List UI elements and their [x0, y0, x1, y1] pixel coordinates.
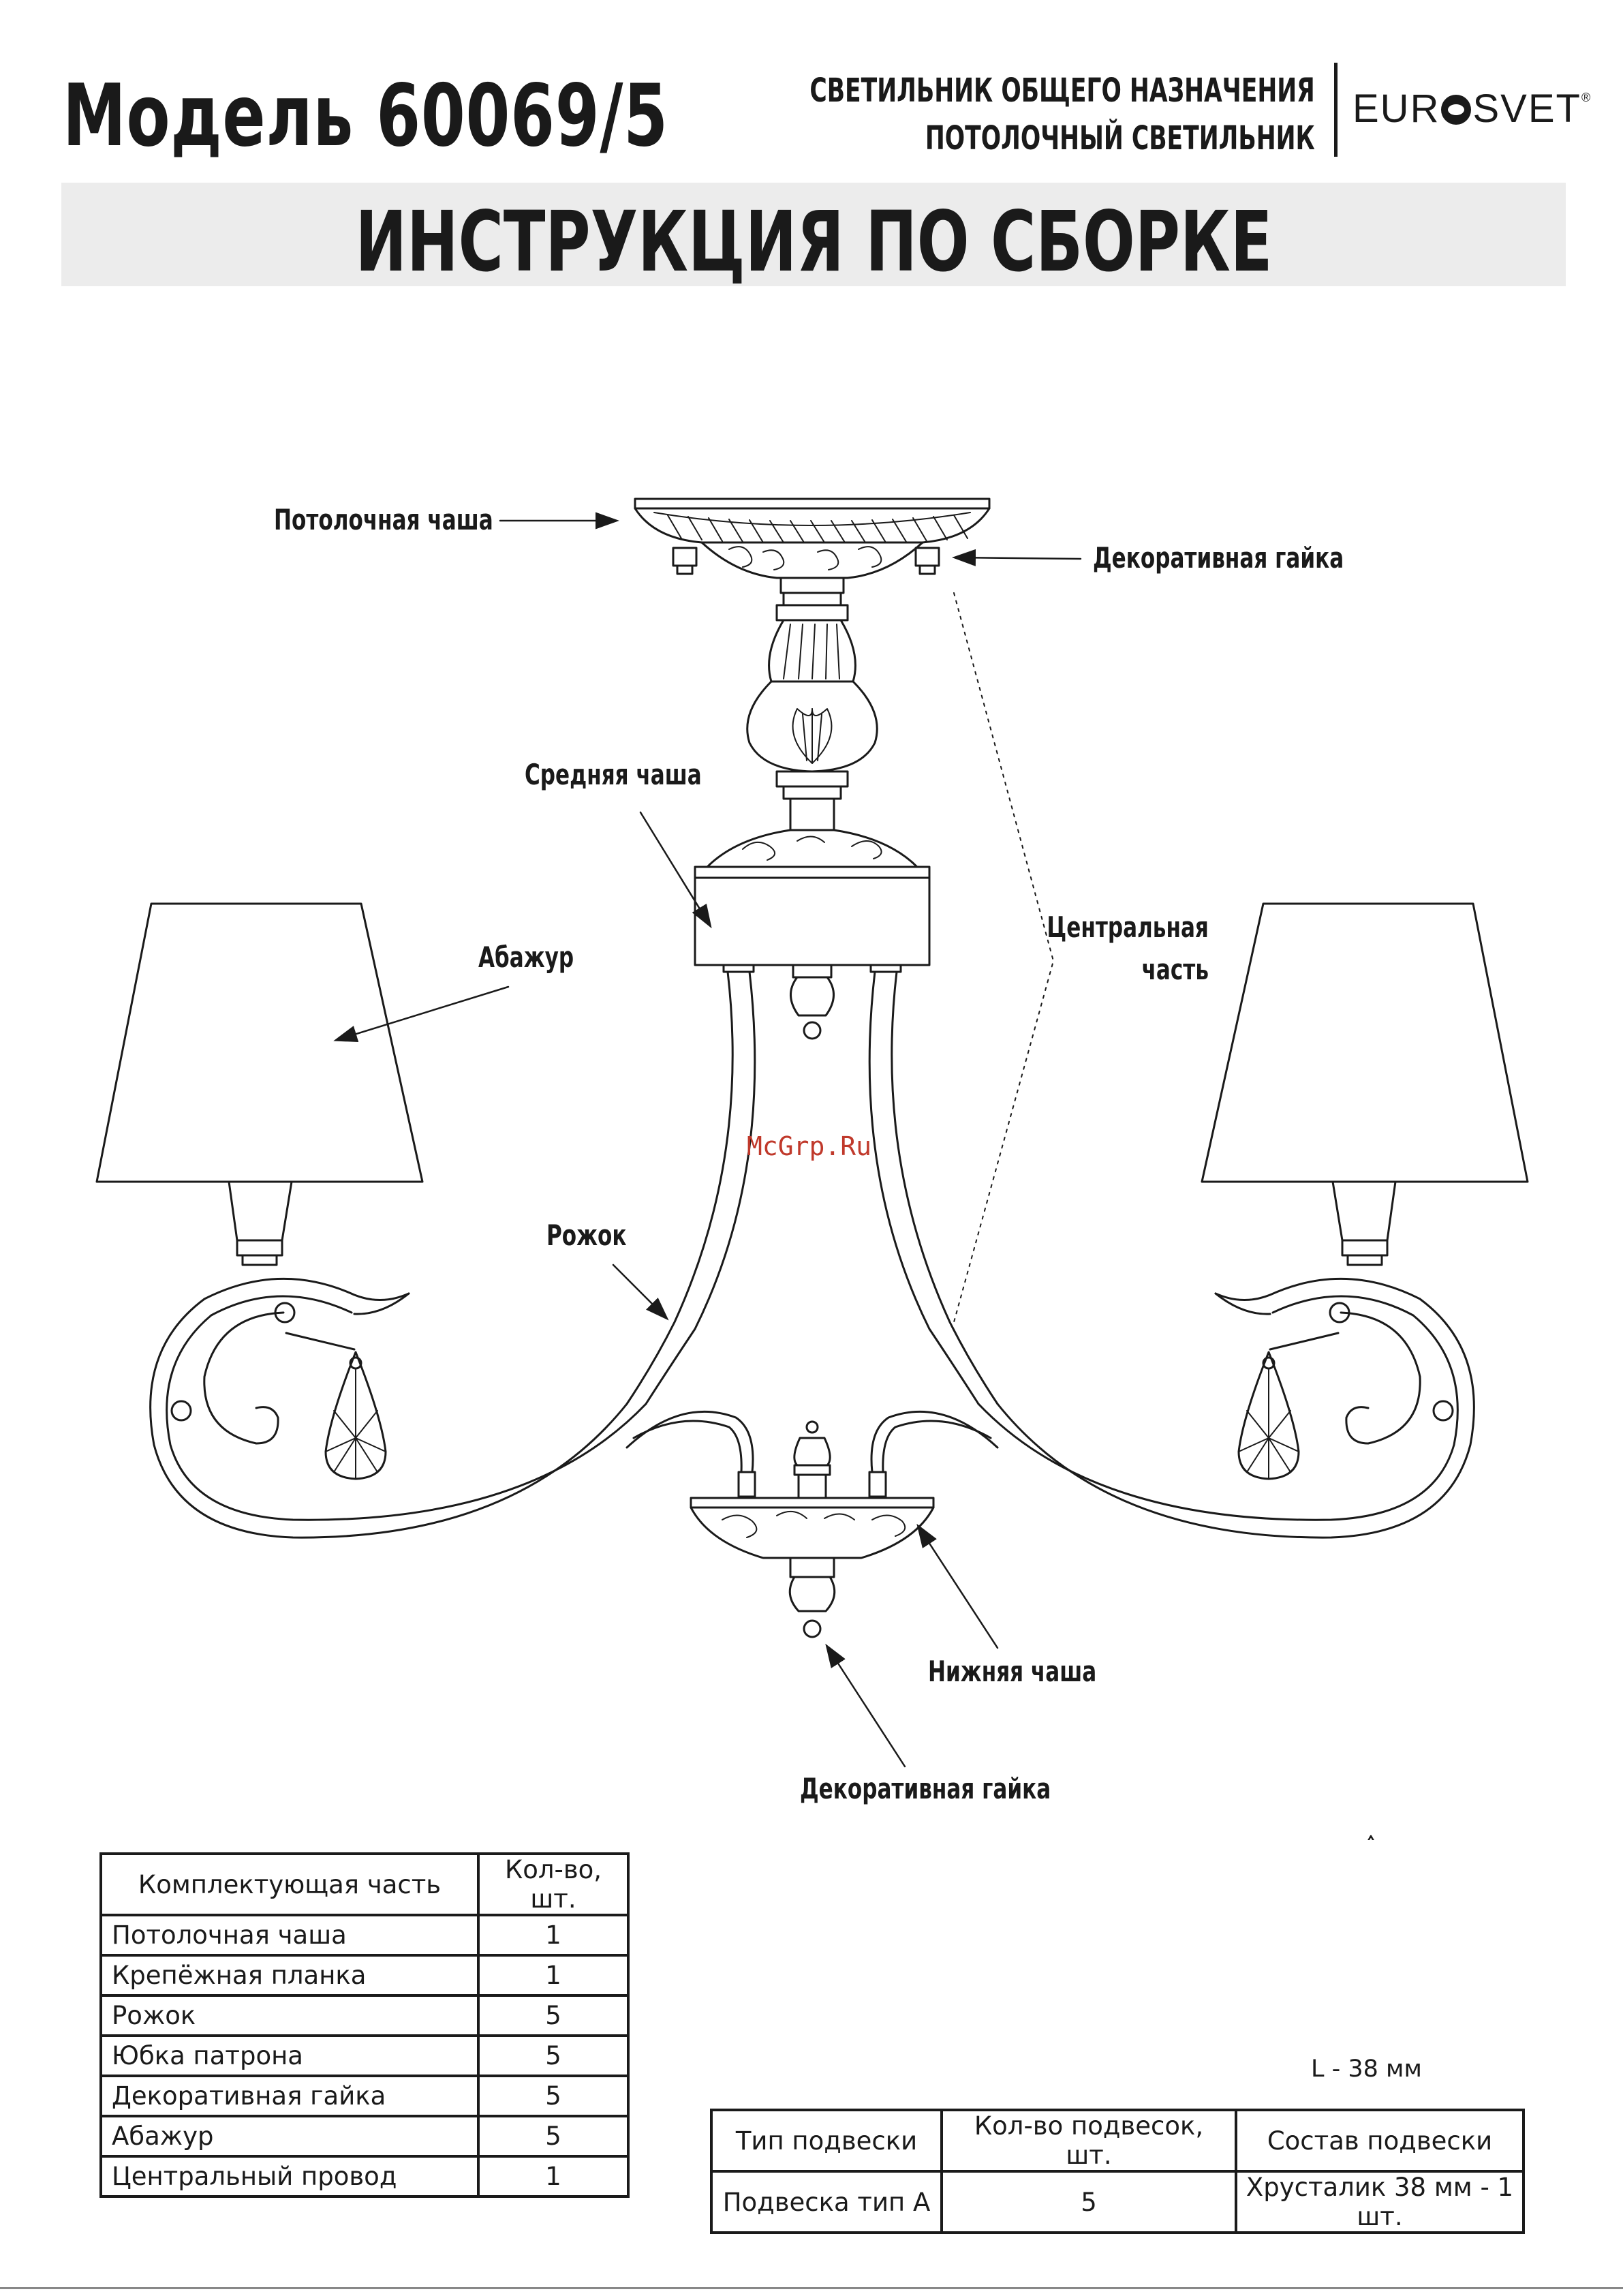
watermark: McGrp.Ru	[747, 1131, 872, 1161]
product-type-line-2: ПОТОЛОЧНЫЙ СВЕТИЛЬНИК	[925, 119, 1315, 157]
left-shade	[95, 902, 424, 1183]
left-socket	[228, 1180, 293, 1266]
table-row: Декоративная гайка 5	[99, 2075, 630, 2117]
parts-header-qty: Кол-во, шт.	[477, 1852, 630, 1916]
model-title: Модель 60069/5	[63, 65, 668, 166]
table-row: Центральный провод 1	[99, 2155, 630, 2198]
callout-middle-bowl: Средняя чаша	[525, 758, 702, 791]
pendant-table-header: Тип подвески Кол-во подвесок, шт. Состав…	[710, 2109, 1525, 2173]
part-name: Рожок	[99, 1994, 480, 2037]
part-name: Юбка патрона	[99, 2034, 480, 2077]
section-banner: ИНСТРУКЦИЯ ПО СБОРКЕ	[61, 183, 1566, 290]
part-qty: 5	[477, 2115, 630, 2158]
brand-text-pre: EUR	[1352, 87, 1440, 131]
callout-ceiling-bowl: Потолочная чаша	[274, 503, 493, 536]
part-name: Центральный провод	[99, 2155, 480, 2198]
table-row: Рожок 5	[99, 1994, 630, 2037]
lower-bowl	[690, 1497, 935, 1638]
product-type: СВЕТИЛЬНИК ОБЩЕГО НАЗНАЧЕНИЯ ПОТОЛОЧНЫЙ …	[613, 67, 1315, 162]
parts-table-header: Комплектующая часть Кол-во, шт.	[99, 1852, 630, 1916]
product-type-line-1: СВЕТИЛЬНИК ОБЩЕГО НАЗНАЧЕНИЯ	[809, 72, 1315, 110]
footer-divider	[0, 2287, 1623, 2289]
parts-header-part: Комплектующая часть	[99, 1852, 480, 1916]
callout-central-part-line-1: Центральная	[1047, 910, 1209, 944]
table-row: Подвеска тип А 5 Хрусталик 38 мм - 1 шт.	[710, 2170, 1525, 2234]
table-row: Крепёжная планка 1	[99, 1954, 630, 1997]
middle-bowl	[694, 866, 931, 966]
pendant-table: Тип подвески Кол-во подвесок, шт. Состав…	[710, 2109, 1525, 2234]
brand-logo: EUR SVET®	[1352, 86, 1592, 132]
table-row: Юбка патрона 5	[99, 2034, 630, 2077]
table-row: Потолочная чаша 1	[99, 1914, 630, 1957]
lower-bowl-finial	[793, 1420, 831, 1499]
part-qty: 1	[477, 2155, 630, 2198]
crystal-size-label: L - 38 мм	[1311, 2055, 1422, 2083]
part-qty: 5	[477, 2034, 630, 2077]
left-arm	[149, 1278, 647, 1539]
part-qty: 5	[477, 2075, 630, 2117]
part-name: Декоративная гайка	[99, 2075, 480, 2117]
brand-divider	[1334, 63, 1338, 157]
brand-registered-mark: ®	[1581, 91, 1592, 104]
pendant-composition: Хрусталик 38 мм - 1 шт.	[1235, 2170, 1525, 2234]
central-column	[706, 577, 918, 868]
brand-eye-icon	[1441, 95, 1472, 125]
part-qty: 1	[477, 1914, 630, 1957]
lower-bowl-arms	[625, 1410, 999, 1498]
part-qty: 5	[477, 1994, 630, 2037]
callout-arm: Рожок	[546, 1219, 627, 1252]
chandelier-diagram	[95, 498, 1529, 1840]
right-shade	[1201, 902, 1529, 1183]
right-arm	[977, 1278, 1475, 1539]
part-name: Крепёжная планка	[99, 1954, 480, 1997]
callout-lower-bowl: Нижняя чаша	[928, 1655, 1097, 1688]
ceiling-bowl	[634, 498, 991, 579]
ceiling-nut-left	[672, 547, 698, 575]
table-row: Абажур 5	[99, 2115, 630, 2158]
pendant-header-type: Тип подвески	[710, 2109, 943, 2173]
crystal-detail-drawing	[1367, 1835, 1374, 1840]
banner-title: ИНСТРУКЦИЯ ПО СБОРКЕ	[355, 194, 1272, 290]
part-name: Потолочная чаша	[99, 1914, 480, 1957]
callout-decorative-nut-bottom: Декоративная гайка	[800, 1772, 1051, 1805]
pendant-header-count: Кол-во подвесок, шт.	[940, 2109, 1237, 2173]
pendant-type: Подвеска тип А	[710, 2170, 943, 2234]
callout-central-part-line-2: часть	[1141, 953, 1209, 986]
callout-arrows	[333, 512, 1082, 1768]
central-part-bracket	[953, 592, 1054, 1323]
part-name: Абажур	[99, 2115, 480, 2158]
part-qty: 1	[477, 1954, 630, 1997]
callout-shade: Абажур	[478, 940, 574, 974]
parts-table: Комплектующая часть Кол-во, шт. Потолочн…	[99, 1852, 630, 2198]
right-crystal	[1237, 1351, 1300, 1480]
ceiling-nut-right	[914, 547, 940, 575]
callout-decorative-nut-top: Декоративная гайка	[1093, 541, 1344, 575]
right-socket	[1331, 1180, 1397, 1266]
central-arms	[625, 964, 999, 1405]
pendant-count: 5	[940, 2170, 1237, 2234]
pendant-header-composition: Состав подвески	[1235, 2109, 1525, 2173]
left-crystal	[324, 1351, 387, 1480]
brand-text-post: SVET	[1472, 87, 1581, 131]
middle-finial	[790, 964, 835, 1040]
